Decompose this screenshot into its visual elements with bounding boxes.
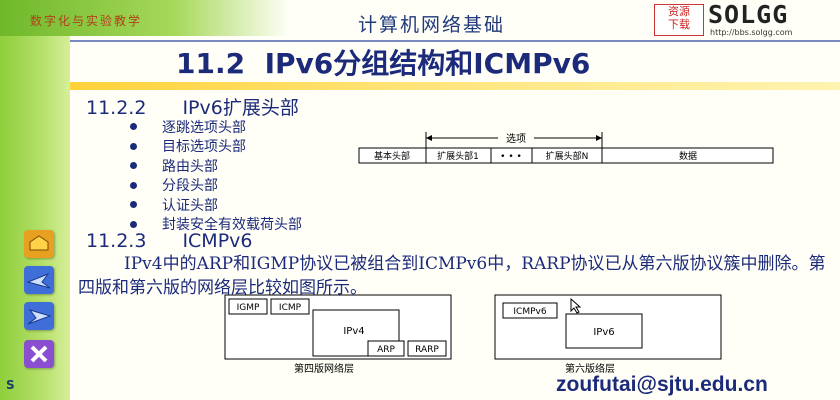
section-number: 11.2.2 [86,97,147,119]
bullet-icon [130,123,137,131]
icmpv6-label: ICMPv6 [513,307,546,317]
icmpv6-box [502,302,558,319]
resource-badge-line2: 下载 [668,18,690,31]
author-email[interactable]: zoufutai@sjtu.edu.cn [556,373,768,396]
forward-arrow-icon [27,309,52,325]
cell-ellipsis: • • • [500,152,522,162]
section-11-2-3: 11.2.3 ICMPv6 [86,230,253,252]
options-label-bg [498,131,534,144]
header-divider [70,40,840,42]
icmp-label: ICMP [279,303,302,313]
arp-label: ARP [377,345,395,355]
ipv6-packet-diagram: 选项 基本头部 扩展头部1 • • • 扩展头部N 数据 [358,131,774,164]
slide-title: 11.2 IPv6分组结构和ICMPv6 [176,47,591,80]
list-item: 分段头部 [130,176,302,196]
igmp-label: IGMP [237,303,260,313]
ipv6-box [565,313,643,349]
section-number: 11.2.3 [86,230,147,252]
cell-ext-header-1: 扩展头部1 [437,150,479,162]
forward-button[interactable] [24,302,54,330]
list-item: 目标选项头部 [130,137,302,157]
title-underline [70,82,840,90]
top-band [0,0,290,36]
course-title: 计算机网络基础 [358,14,506,36]
rarp-box [407,340,447,357]
list-item: 逐跳选项头部 [130,117,302,137]
home-icon [29,235,49,251]
mouse-cursor-icon [570,298,582,314]
back-button[interactable] [24,266,54,294]
bullet-icon [130,162,137,170]
list-item: 封装安全有效载荷头部 [130,215,302,235]
close-button[interactable] [24,340,54,368]
igmp-box [228,298,268,315]
icmpv6-paragraph: IPv4中的ARP和IGMP协议已被组合到ICMPv6中，RARP协议已从第六版… [78,254,826,298]
section-11-2-2: 11.2.2 IPv6扩展头部 [86,93,299,120]
resource-download-badge[interactable]: 资源 下载 [654,4,704,36]
list-item: 认证头部 [130,195,302,215]
section-heading: ICMPv6 [182,230,253,252]
ipv6-network-layer-diagram: ICMPv6 IPv6 第六版络层 [494,294,722,375]
close-icon [30,345,48,363]
cell-data: 数据 [679,150,697,162]
book-title: 数字化与实验教学 [30,14,143,28]
ipv4-label: IPv4 [343,326,364,337]
resource-badge-line1: 资源 [668,5,690,18]
bullet-icon [130,181,137,189]
back-arrow-icon [26,272,51,289]
bullet-icon [130,201,137,209]
packet-outline [358,147,774,164]
arp-box [367,340,405,357]
left-sidebar [0,0,70,400]
extension-header-list: 逐跳选项头部 目标选项头部 路由头部 分段头部 认证头部 封装安全有效载荷头部 [130,117,302,234]
site-logo-url: http://bbs.solgg.com [710,28,793,37]
ipv6-label: IPv6 [593,327,614,338]
left-arrow-icon [426,135,432,141]
home-button[interactable] [24,230,54,258]
ipv4-network-layer-diagram: IGMP ICMP IPv4 ARP RARP 第四版网络层 [224,294,452,375]
icmp-box [270,298,310,315]
ipv6-diagram-caption: 第六版络层 [565,362,615,375]
bullet-icon [130,220,137,228]
cell-ext-header-n: 扩展头部N [546,150,589,162]
cell-base-header: 基本头部 [374,150,410,162]
footer-logo: S [6,378,15,392]
ipv4-diagram-caption: 第四版网络层 [294,362,354,375]
options-label: 选项 [506,132,526,145]
right-arrow-icon [596,135,602,141]
rarp-label: RARP [415,345,439,355]
list-item: 路由头部 [130,156,302,176]
section-heading: IPv6扩展头部 [182,97,299,119]
bullet-icon [130,142,137,150]
site-logo: SOLGG [708,0,789,29]
